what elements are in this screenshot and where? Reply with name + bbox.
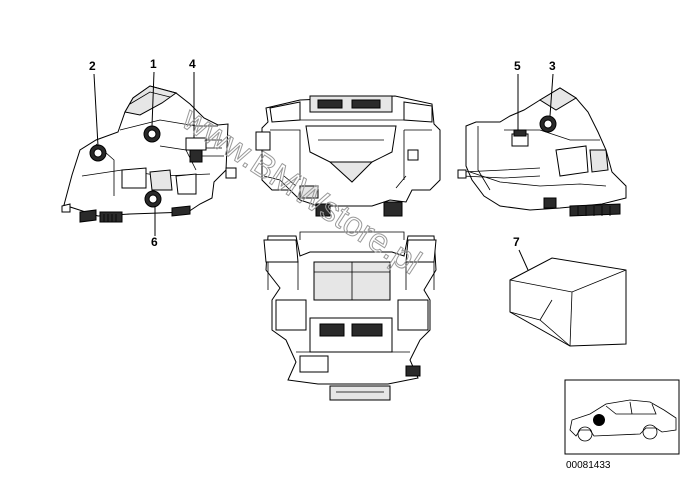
car-location-inset [564,379,680,455]
callout-leaders [93,71,554,271]
callout-3: 3 [549,59,556,73]
callout-5: 5 [514,59,521,73]
heater-housing-rear-icon [263,231,437,401]
heater-housing-front-icon [255,95,441,217]
callout-7: 7 [513,235,520,249]
reference-number: 00081433 [566,460,611,471]
callout-2: 2 [89,59,96,73]
foam-pad-box-icon [509,257,627,347]
callout-6: 6 [151,235,158,249]
heater-housing-left-icon [61,85,237,223]
car-location-icon [569,399,677,442]
location-marker [593,414,605,426]
heater-housing-right-icon [457,87,627,217]
callout-1: 1 [150,57,157,71]
callout-4: 4 [189,57,196,71]
